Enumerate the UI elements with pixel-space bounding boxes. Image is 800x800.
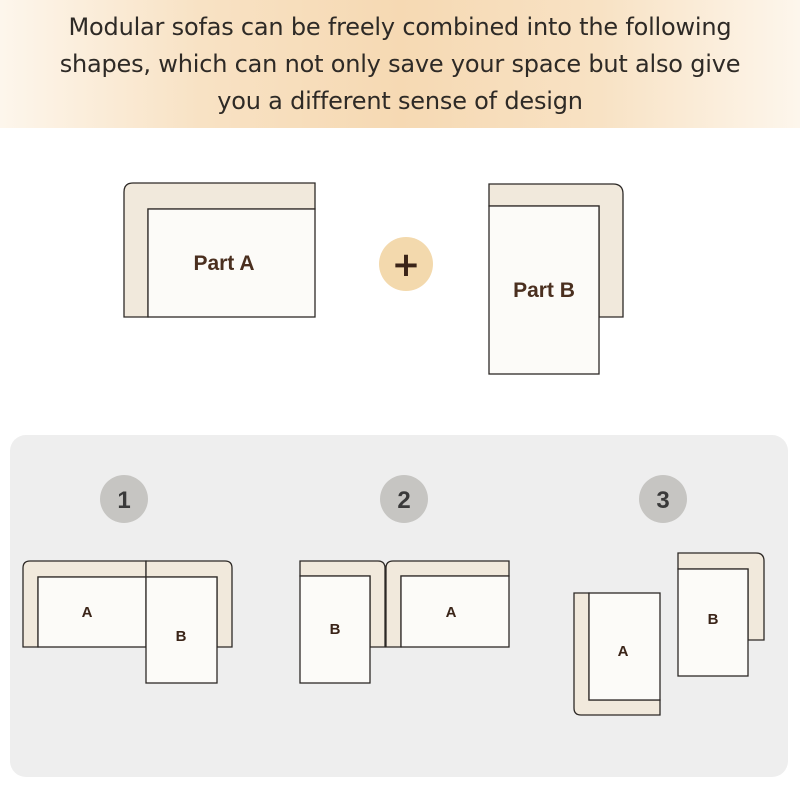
combination-2-layout: B A: [299, 560, 510, 684]
part-a-label: Part A: [193, 252, 254, 275]
header-banner: Modular sofas can be freely combined int…: [0, 0, 800, 128]
plus-circle: [379, 237, 433, 291]
combo-2-a-label: A: [446, 604, 457, 621]
plus-symbol: +: [392, 245, 421, 285]
part-b-label: Part B: [513, 279, 575, 302]
number-1: 1: [117, 487, 130, 514]
part-a-seat: [147, 208, 316, 318]
combination-1-layout: A B: [22, 560, 233, 684]
combo-1-b-label: B: [176, 628, 187, 645]
combination-2-badge: 2: [380, 475, 428, 523]
combo-1-a-seat: [37, 576, 147, 648]
combo-1-a-label: A: [82, 604, 93, 621]
combo-3-a-label: A: [618, 643, 629, 660]
number-2: 2: [397, 487, 410, 514]
banner-text: Modular sofas can be freely combined int…: [59, 12, 741, 115]
combination-1-badge: 1: [100, 475, 148, 523]
combo-3-b-label: B: [708, 611, 719, 628]
number-circle-2: [380, 475, 428, 523]
combo-2-a-seat: [400, 575, 510, 648]
number-circle-3: [639, 475, 687, 523]
combo-1-b-seat: [145, 576, 218, 684]
number-3: 3: [656, 487, 669, 514]
part-a-module: Part A: [123, 182, 316, 318]
plus-badge: +: [379, 237, 433, 291]
combination-3-badge: 3: [639, 475, 687, 523]
combo-3-b-seat: [677, 568, 749, 677]
combo-3-a-seat: [588, 592, 661, 701]
combo-2-b-label: B: [330, 621, 341, 638]
part-b-seat: [488, 205, 600, 375]
combo-2-b-seat: [299, 575, 371, 684]
number-circle-1: [100, 475, 148, 523]
part-b-module: Part B: [488, 183, 624, 375]
combination-3-layout: A B: [573, 552, 765, 716]
